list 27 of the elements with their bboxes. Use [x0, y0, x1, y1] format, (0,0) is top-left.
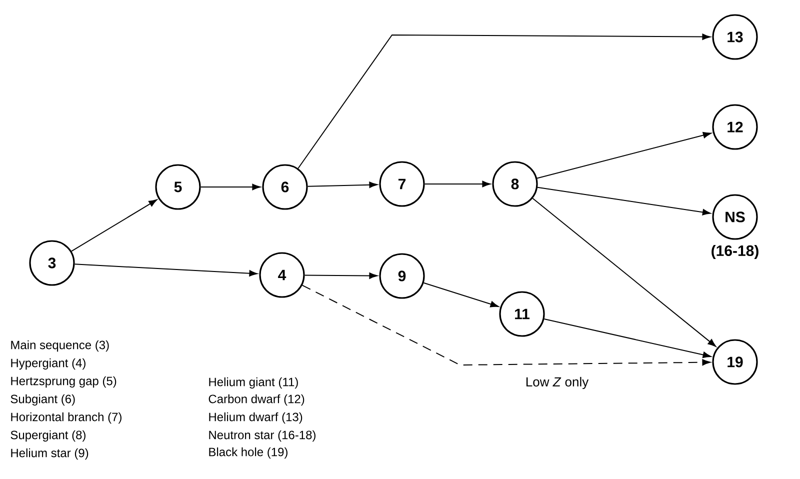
arrow — [536, 132, 712, 179]
key-text: Helium dwarf (13) — [209, 412, 302, 424]
arrow — [424, 180, 490, 188]
arrow — [532, 198, 716, 347]
key-text: Horizontal branch (7) — [11, 412, 122, 424]
key-text: Neutron star (16-18) — [209, 430, 316, 442]
node-caption: (16-18) — [712, 245, 758, 259]
key-text: Helium giant (11) — [209, 377, 298, 389]
key-text: Black hole (19) — [209, 447, 288, 459]
edge-label: Low Z only — [524, 376, 590, 390]
key-text: Main sequence (3) — [11, 340, 109, 352]
arrow — [307, 182, 378, 188]
arrow — [423, 282, 499, 308]
key-text: Subgiant (6) — [10, 394, 75, 406]
arrow — [71, 199, 158, 252]
arrow — [544, 318, 712, 358]
arrow — [537, 186, 711, 216]
key-text: Carbon dwarf (12) — [208, 394, 304, 406]
arrow — [200, 184, 260, 190]
arrow — [304, 272, 378, 279]
key-text: Hypergiant (4) — [11, 358, 86, 370]
key-text: Helium star (9) — [11, 448, 88, 460]
arrow — [74, 264, 258, 276]
key-text: Hertzsprung gap (5) — [11, 376, 116, 388]
key-text: Supergiant (8) — [10, 430, 86, 442]
arrow — [302, 284, 711, 366]
arrow — [298, 34, 711, 169]
